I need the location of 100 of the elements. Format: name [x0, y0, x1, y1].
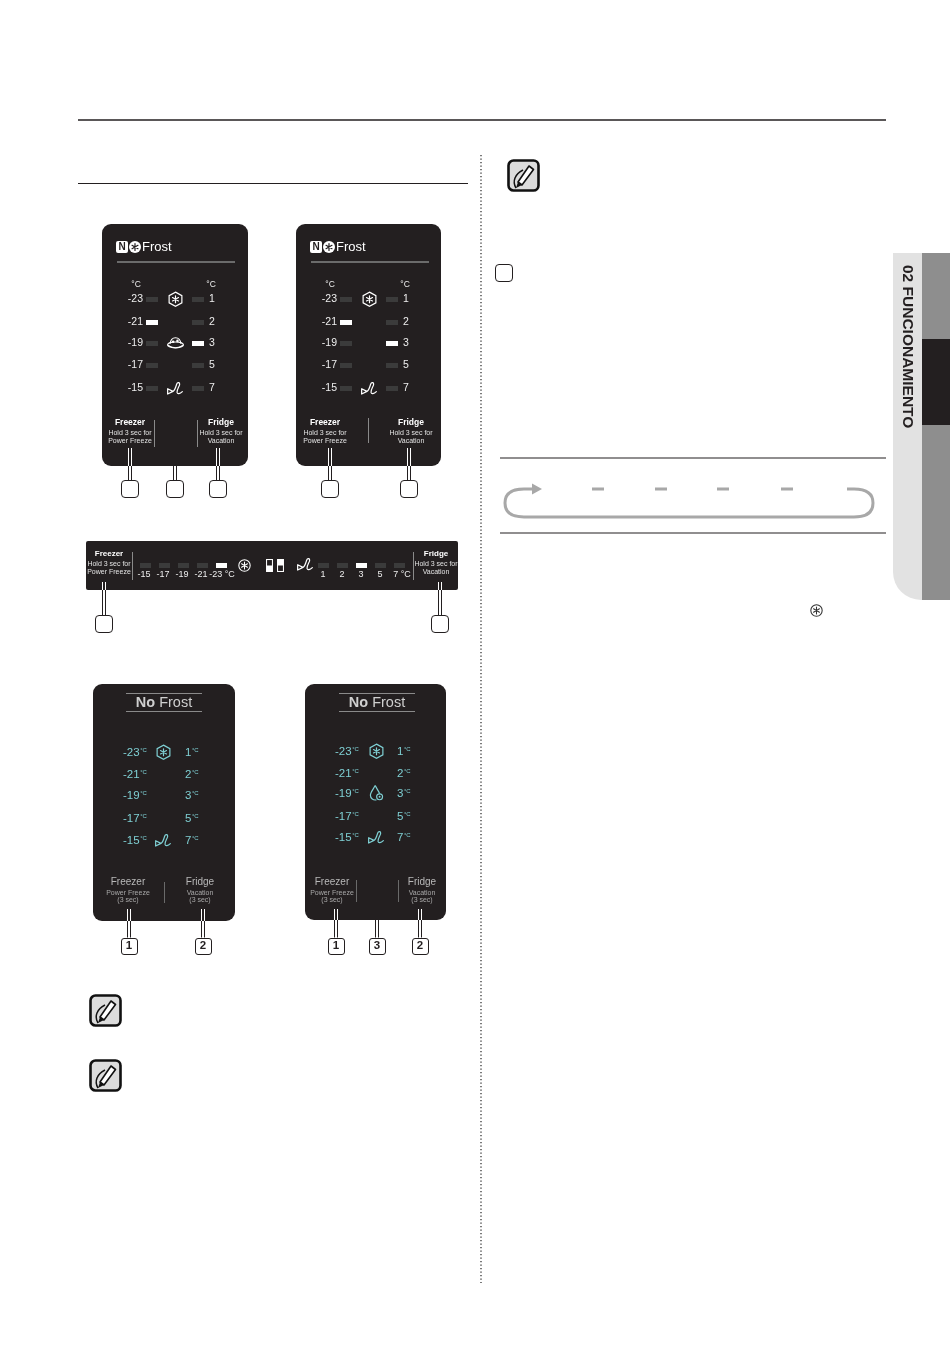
temperature-label: 7 °C — [393, 570, 411, 580]
temperature-label: 1 — [320, 570, 326, 580]
leader-line — [173, 465, 177, 481]
unit-label: °C — [131, 280, 141, 290]
title-letter: N — [310, 241, 322, 253]
key-label: Freezer — [110, 876, 146, 887]
temperature-label: -15$^{°C}$ — [123, 833, 147, 847]
temperature-label: 5 — [209, 359, 215, 371]
temperature-label: 7$^{°C}$ — [397, 830, 411, 844]
temperature-label: 1$^{°C}$ — [185, 745, 199, 759]
callout-box — [431, 615, 449, 633]
callout-box — [321, 480, 339, 498]
section-tab — [893, 253, 922, 600]
key-label: Freezer — [114, 418, 146, 428]
temperature-label: 5$^{°C}$ — [397, 809, 411, 823]
temperature-label: -21 — [194, 570, 208, 580]
temperature-label: -23 °C — [209, 570, 235, 580]
temperature-label: 1 — [403, 293, 409, 305]
control-panel — [102, 224, 248, 466]
key-label: Fridge — [398, 418, 424, 428]
temperature-label: -23$^{°C}$ — [123, 745, 147, 759]
callout-box — [166, 480, 184, 498]
temperature-label: 2$^{°C}$ — [397, 766, 411, 780]
temperature-label: -19$^{°C}$ — [123, 788, 147, 802]
temperature-label: -21$^{°C}$ — [123, 767, 147, 781]
leader-line — [418, 908, 422, 938]
temperature-label: -19$^{°C}$ — [335, 786, 359, 800]
callout-box — [495, 264, 513, 282]
key-label: Freezer — [94, 550, 124, 559]
temperature-label: -19 — [127, 337, 143, 349]
leader-line — [127, 908, 131, 938]
temperature-label: -17$^{°C}$ — [335, 809, 359, 823]
temperature-label: 7 — [209, 382, 215, 394]
temperature-label: 3$^{°C}$ — [397, 786, 411, 800]
temperature-label: -19 — [321, 337, 337, 349]
temperature-label: -21 — [127, 316, 143, 328]
temperature-label: -15 — [321, 382, 337, 394]
key-label: Freezer — [314, 876, 350, 887]
callout-number: 1 — [120, 937, 138, 955]
temperature-label: -19 — [175, 570, 189, 580]
temperature-label: -17 — [156, 570, 170, 580]
callout-box — [209, 480, 227, 498]
display-panel — [93, 684, 235, 921]
temperature-label: -17 — [127, 359, 143, 371]
callout-number: 1 — [327, 937, 345, 955]
panel-title: Frost — [142, 239, 172, 254]
temperature-label: -21 — [321, 316, 337, 328]
key-label: Fridge — [185, 876, 215, 887]
callout-number: 3 — [368, 937, 386, 955]
key-label: Fridge — [423, 550, 449, 559]
display-panel — [305, 684, 446, 920]
section-title: 02 FUNCIONAMIENTO — [900, 265, 916, 429]
control-panel — [86, 541, 458, 590]
key-label: Fridge — [208, 418, 234, 428]
leader-line — [328, 447, 332, 481]
temperature-label: 3 — [358, 570, 364, 580]
unit-label: °C — [325, 280, 335, 290]
temperature-label: -15 — [127, 382, 143, 394]
leader-line — [438, 581, 442, 616]
key-label: Freezer — [309, 418, 341, 428]
temperature-label: 5 — [377, 570, 383, 580]
temperature-label: -15$^{°C}$ — [335, 830, 359, 844]
temperature-label: -23$^{°C}$ — [335, 744, 359, 758]
temperature-label: 2$^{°C}$ — [185, 767, 199, 781]
temperature-label: 1 — [209, 293, 215, 305]
callout-box — [121, 480, 139, 498]
temperature-label: 2 — [339, 570, 345, 580]
temperature-label: -17 — [321, 359, 337, 371]
key-label: Fridge — [407, 876, 437, 887]
leader-line — [128, 447, 132, 481]
leader-line — [407, 447, 411, 481]
leader-line — [375, 919, 379, 938]
panel-title: Frost — [336, 239, 366, 254]
unit-label: °C — [206, 280, 216, 290]
temperature-label: 2 — [209, 316, 215, 328]
panel-title: No Frost — [339, 693, 415, 712]
temperature-label: -15 — [137, 570, 151, 580]
temperature-label: -23 — [321, 293, 337, 305]
leader-line — [102, 581, 106, 616]
leader-line — [201, 908, 205, 938]
temperature-label: 7 — [403, 382, 409, 394]
temperature-label: 3$^{°C}$ — [185, 788, 199, 802]
leader-line — [334, 908, 338, 938]
control-panel — [296, 224, 441, 466]
temperature-label: 5 — [403, 359, 409, 371]
leader-line — [216, 447, 220, 481]
callout-box — [95, 615, 113, 633]
temperature-label: 5$^{°C}$ — [185, 811, 199, 825]
callout-number: 2 — [194, 937, 212, 955]
temperature-label: 2 — [403, 316, 409, 328]
callout-number: 2 — [411, 937, 429, 955]
temperature-label: -23 — [127, 293, 143, 305]
temperature-label: 7$^{°C}$ — [185, 833, 199, 847]
panel-title: No Frost — [126, 693, 202, 712]
temperature-label: 3 — [403, 337, 409, 349]
unit-label: °C — [400, 280, 410, 290]
temperature-label: -17$^{°C}$ — [123, 811, 147, 825]
temperature-label: -21$^{°C}$ — [335, 766, 359, 780]
temperature-label: 3 — [209, 337, 215, 349]
callout-box — [400, 480, 418, 498]
